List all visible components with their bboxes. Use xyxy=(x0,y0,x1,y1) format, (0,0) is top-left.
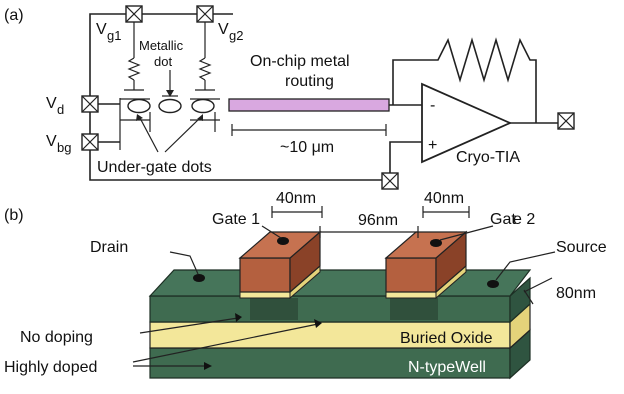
terminal-output xyxy=(557,112,575,130)
svg-text:V: V xyxy=(46,95,57,112)
label-vg1: V g1 xyxy=(96,21,121,43)
label-under-gate: Under-gate dots xyxy=(97,159,212,176)
label-width-2: 40nm xyxy=(424,190,464,207)
arrow-under-gate-2 xyxy=(164,117,201,153)
drain-contact xyxy=(193,274,205,282)
label-gap: 96nm xyxy=(358,212,398,229)
terminal-vd xyxy=(81,95,99,113)
terminal-tia-plus xyxy=(381,172,399,190)
panel-b-label: (b) xyxy=(4,207,24,224)
label-routing: On-chip metal xyxy=(250,53,350,70)
feedback-resistor xyxy=(392,37,537,123)
label-metallic-dot: dot xyxy=(154,54,172,69)
svg-text:g2: g2 xyxy=(229,28,243,43)
top-layer-side xyxy=(509,276,531,324)
label-vbg: V bg xyxy=(46,133,71,155)
top-layer-front xyxy=(149,295,511,323)
dot-chain xyxy=(119,95,220,150)
pointer-gate-2 xyxy=(439,225,494,241)
wire-plus-input xyxy=(389,141,422,173)
under-gate-dot-1 xyxy=(127,98,151,114)
label-gate-1: Gate 1 xyxy=(212,211,260,228)
svg-text:bg: bg xyxy=(57,140,71,155)
tia-amplifier xyxy=(421,82,513,164)
channel-shadow-2 xyxy=(390,298,438,320)
label-well: N-typeWell xyxy=(408,359,486,376)
terminal-vbg xyxy=(81,133,99,151)
arrow-under-gate-1 xyxy=(139,117,159,153)
panel-b: (b) xyxy=(4,190,607,380)
terminal-vg1 xyxy=(125,5,143,23)
panel-a: (a) xyxy=(4,5,575,190)
panel-a-label: (a) xyxy=(4,7,24,24)
metal-routing-bar xyxy=(228,98,390,112)
top-layer-surface xyxy=(148,269,532,297)
tia-minus: - xyxy=(430,97,435,114)
pointer-gate-1 xyxy=(261,225,282,239)
svg-text:g1: g1 xyxy=(107,28,121,43)
source-contact xyxy=(487,280,499,288)
metallic-dot xyxy=(158,98,182,114)
label-width-1: 40nm xyxy=(276,190,316,207)
label-source: Source xyxy=(556,239,607,256)
svg-text:V: V xyxy=(96,21,107,38)
pointer-drain xyxy=(169,251,199,275)
pointer-source xyxy=(495,251,556,281)
svg-text:e 2: e 2 xyxy=(513,211,535,228)
label-no-doping: No doping xyxy=(20,329,93,346)
dim-40nm-2 xyxy=(422,206,470,218)
svg-text:V: V xyxy=(46,133,57,150)
tia-plus: + xyxy=(428,137,437,154)
svg-text:V: V xyxy=(218,21,229,38)
svg-text:d: d xyxy=(57,102,64,117)
terminal-vg2 xyxy=(196,5,214,23)
arrow-no-doping xyxy=(139,317,239,334)
label-drain: Drain xyxy=(90,239,128,256)
arrowhead-metallic xyxy=(166,90,174,97)
resistor-gate1 xyxy=(124,22,144,91)
label-vg2: V g2 xyxy=(218,21,243,43)
label-metallic: Metallic xyxy=(139,38,184,53)
label-thickness: 80nm xyxy=(556,285,596,302)
svg-text:Gat: Gat xyxy=(490,211,516,228)
label-gate-2: Gat e 2 xyxy=(490,211,535,228)
label-routing-2: routing xyxy=(285,73,334,90)
dim-40nm-1 xyxy=(271,206,323,218)
label-distance: ~10 μm xyxy=(280,139,334,156)
dim-80nm xyxy=(523,277,553,293)
channel-shadow-1 xyxy=(250,298,298,320)
label-tia: Cryo-TIA xyxy=(456,149,520,166)
label-buried-oxide: Buried Oxide xyxy=(400,330,493,347)
resistor-gate2 xyxy=(195,22,215,91)
label-highly-doped: Highly doped xyxy=(4,359,97,376)
arrow-highly-doped-1 xyxy=(132,323,319,363)
under-gate-dot-2 xyxy=(191,98,215,114)
label-vd: V d xyxy=(46,95,64,117)
dim-96nm xyxy=(319,226,419,238)
